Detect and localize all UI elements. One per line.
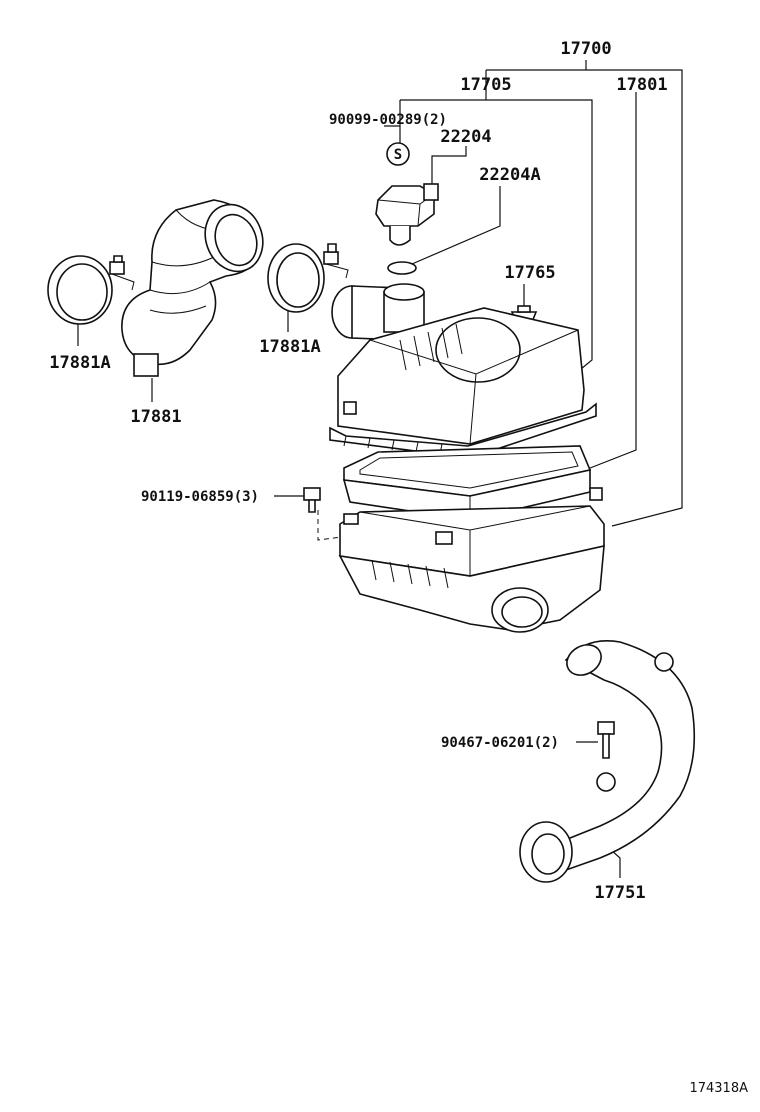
o-ring-part [387, 261, 417, 275]
leader-lines [77, 60, 683, 878]
hose-clamp-left-part [47, 255, 135, 325]
intake-hose-part [121, 199, 264, 377]
label-17765: 17765 [504, 263, 555, 283]
label-90119: 90119-06859(3) [141, 489, 259, 505]
label-90099: 90099-00289(2) [329, 112, 447, 128]
label-17705: 17705 [460, 75, 511, 95]
label-17801: 17801 [616, 75, 667, 95]
air-cleaner-case-part [338, 487, 605, 633]
label-90467: 90467-06201(2) [441, 735, 559, 751]
screw-90119-part [303, 487, 321, 513]
label-17881: 17881 [130, 407, 181, 427]
label-17881a-mid: 17881A [259, 337, 320, 357]
label-17881a-left: 17881A [49, 353, 110, 373]
label-22204a: 22204A [479, 165, 540, 185]
part-labels: 17700 17705 17801 90099-00289(2) 22204 2… [49, 39, 748, 1096]
label-17700: 17700 [560, 39, 611, 59]
reference-code: 174318A [689, 1081, 748, 1096]
label-22204: 22204 [440, 127, 491, 147]
air-flow-meter-part [375, 183, 439, 246]
label-17751: 17751 [594, 883, 645, 903]
s-mark-label: S [394, 147, 402, 163]
hose-clamp-mid-part [267, 243, 349, 313]
air-duct-part [519, 640, 696, 883]
bolt-90467-part [597, 721, 615, 759]
air-cleaner-cap-part [329, 283, 597, 459]
s-mark-symbol: S [386, 142, 410, 166]
